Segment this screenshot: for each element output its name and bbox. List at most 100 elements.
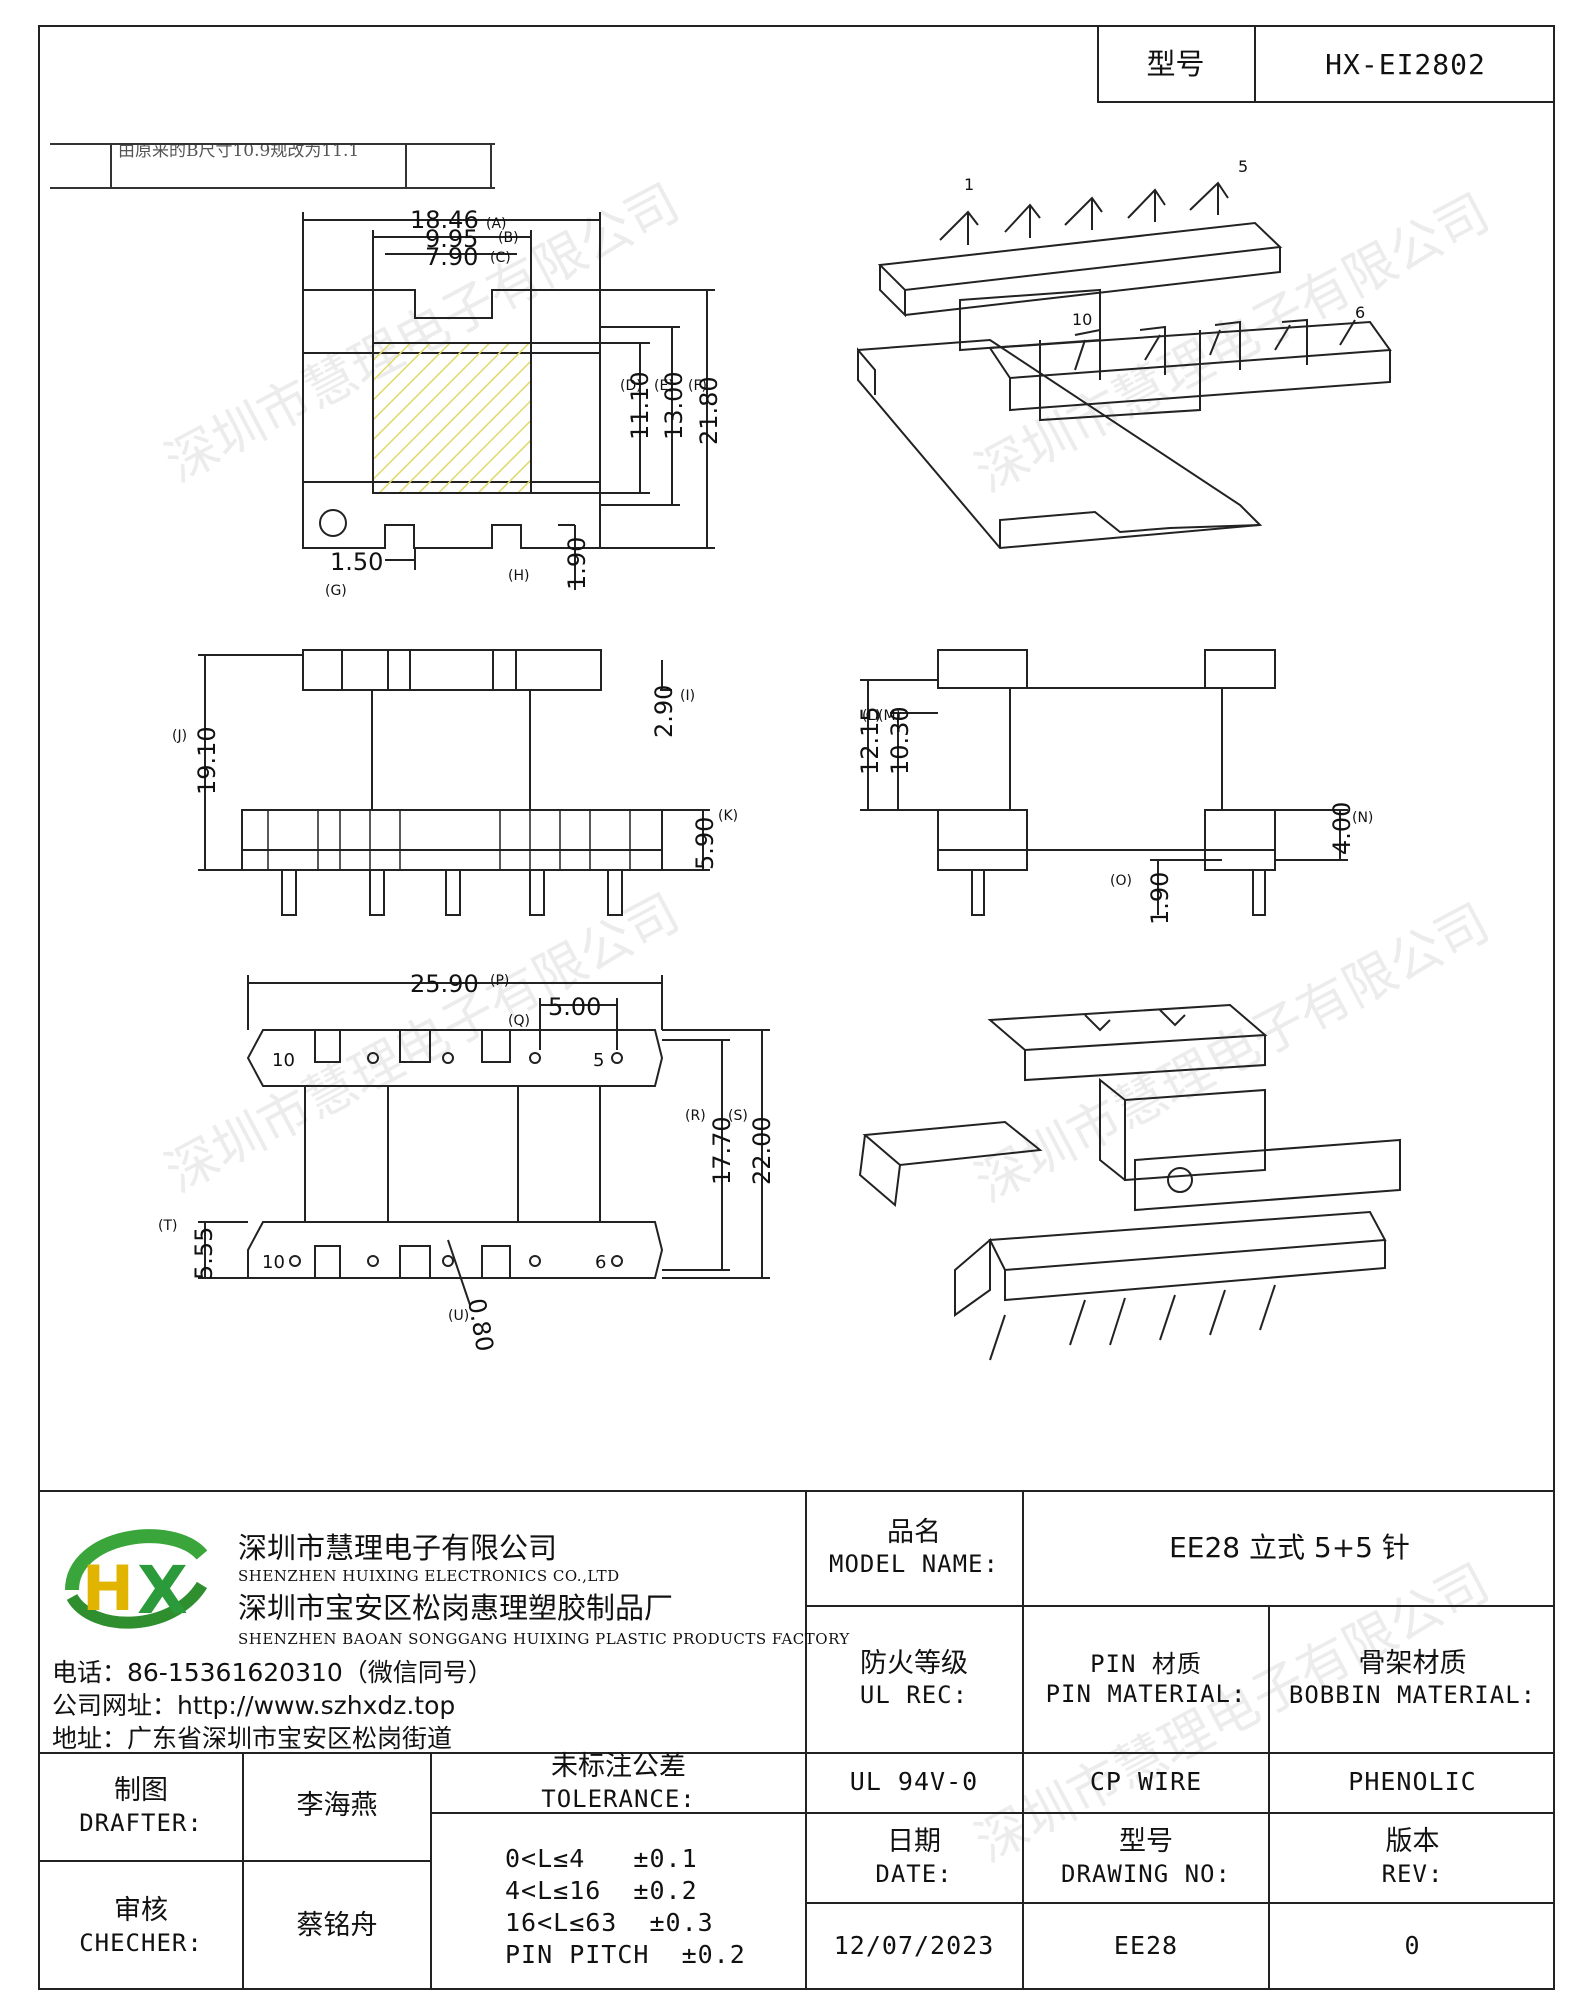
- drawing-no-label-en: DRAWING NO:: [1061, 1859, 1231, 1888]
- dim-L: 12.15: [856, 706, 884, 775]
- drawing-no-value: EE28: [1113, 1931, 1179, 1961]
- dim-C: 7.90: [425, 243, 478, 271]
- pin-number: 6: [1355, 303, 1365, 322]
- factory-name-en: SHENZHEN BAOAN SONGGANG HUIXING PLASTIC …: [238, 1630, 850, 1648]
- rev-label-en: REV:: [1381, 1859, 1444, 1888]
- dim-G: 1.50: [330, 548, 383, 576]
- pin-material-value: CP WIRE: [1089, 1767, 1203, 1797]
- dim-G-letter: (G): [325, 583, 347, 599]
- dim-A-letter: (A): [486, 216, 507, 232]
- dim-K: 5.90: [691, 817, 719, 870]
- dim-E: 13.00: [660, 371, 688, 440]
- dim-R: 17.70: [708, 1116, 736, 1185]
- pin-number: 10: [272, 1050, 295, 1071]
- tolerance-line: 0<L≤4 ±0.1: [505, 1844, 698, 1873]
- factory-name-cn: 深圳市宝安区松岗惠理塑胶制品厂: [238, 1591, 674, 1625]
- bobbin-material-value: PHENOLIC: [1348, 1767, 1477, 1797]
- dim-K-letter: (K): [718, 808, 738, 824]
- pin-material-label-cn: PIN 材质: [1090, 1649, 1202, 1678]
- tolerance-line: PIN PITCH ±0.2: [505, 1940, 746, 1969]
- company-website[interactable]: 公司网址：http://www.szhxdz.top: [52, 1691, 456, 1720]
- company-logo: H X: [52, 1515, 222, 1640]
- dim-D-letter: (D): [620, 378, 642, 394]
- company-phone: 电话：86-15361620310（微信同号）: [52, 1658, 493, 1687]
- iso-view-bottom: [858, 1003, 1401, 1361]
- pin-number: 10: [262, 1252, 285, 1273]
- dim-J-letter: (J): [172, 728, 187, 744]
- dim-O: 1.90: [1146, 872, 1174, 925]
- top-view: [302, 212, 715, 590]
- rev-value: 0: [1404, 1931, 1421, 1961]
- tolerance-line: 4<L≤16 ±0.2: [505, 1876, 698, 1905]
- dim-S-letter: (S): [728, 1108, 748, 1124]
- company-address: 地址：广东省深圳市宝安区松岗街道: [52, 1724, 453, 1753]
- ul-label-cn: 防火等级: [860, 1647, 968, 1679]
- dim-O-letter: (O): [1110, 873, 1132, 889]
- dim-E-letter: (E): [654, 378, 674, 394]
- pin-number: 5: [1238, 157, 1248, 176]
- pin-material-label-en: PIN MATERIAL:: [1045, 1679, 1247, 1708]
- dim-N-letter: (N): [1352, 810, 1373, 826]
- dim-H-letter: (H): [508, 568, 529, 584]
- bottom-view: [198, 975, 770, 1306]
- bobbin-material-label-en: BOBBIN MATERIAL:: [1288, 1681, 1537, 1710]
- model-label: 型号: [1146, 46, 1205, 81]
- dim-A: 18.46: [410, 206, 479, 234]
- drawing-frame: [38, 25, 1555, 1990]
- dim-F: 21.80: [695, 376, 723, 445]
- drafter-value: 李海燕: [296, 1790, 378, 1822]
- dim-R-letter: (R): [685, 1108, 706, 1124]
- pin-number: 6: [595, 1252, 606, 1273]
- dim-T: 5.55: [190, 1227, 218, 1280]
- dim-T-letter: (T): [158, 1218, 177, 1234]
- ul-value: UL 94V-0: [849, 1767, 979, 1797]
- side-view: [860, 649, 1348, 916]
- tolerance-line: 16<L≤63 ±0.3: [505, 1908, 714, 1937]
- date-label-en: DATE:: [875, 1859, 953, 1888]
- company-name-en: SHENZHEN HUIXING ELECTRONICS CO.,LTD: [238, 1567, 620, 1585]
- checker-value: 蔡铭舟: [296, 1910, 378, 1942]
- rev-label-cn: 版本: [1385, 1826, 1440, 1858]
- dim-S: 22.00: [748, 1116, 776, 1185]
- dim-B-letter: (B): [498, 230, 519, 246]
- tolerance-table: 0<L≤4 ±0.1 4<L≤16 ±0.2 16<L≤63 ±0.3 PIN …: [505, 1843, 746, 1971]
- dim-M-letter: (M): [878, 708, 901, 724]
- technical-drawings: 18.46 (A) 9.95 (B) 7.90 (C) (D) (E) (F) …: [158, 157, 1401, 1361]
- checker-label-en: CHECHER:: [79, 1928, 203, 1957]
- dim-P-letter: (P): [490, 973, 509, 989]
- dim-I-letter: (I): [680, 688, 695, 704]
- pin-number: 10: [1072, 310, 1092, 329]
- drafter-label-en: DRAFTER:: [79, 1808, 203, 1837]
- dim-I: 2.90: [650, 685, 678, 738]
- model-value: HX-EI2802: [1325, 47, 1486, 81]
- dim-L-letter: (L): [862, 708, 881, 724]
- ul-label-en: UL REC:: [859, 1681, 969, 1710]
- tolerance-label-cn: 未标注公差: [551, 1751, 686, 1783]
- dim-B: 9.95: [425, 225, 478, 253]
- dim-C-letter: (C): [490, 250, 511, 266]
- company-name-cn: 深圳市慧理电子有限公司: [238, 1531, 558, 1565]
- date-label-cn: 日期: [887, 1826, 941, 1858]
- dim-F-letter: (F): [688, 378, 707, 394]
- revision-strip: 由原来的B尺寸10.9规改为11.1: [50, 143, 495, 189]
- dim-U-letter: (U): [448, 1308, 469, 1324]
- front-view: [198, 649, 710, 916]
- svg-text:X: X: [137, 1552, 188, 1629]
- dim-Q-letter: (Q): [508, 1013, 530, 1029]
- pin-number: 5: [593, 1050, 604, 1071]
- svg-text:H: H: [82, 1552, 134, 1625]
- drafter-label-cn: 制图: [114, 1775, 168, 1807]
- dim-M: 10.30: [886, 706, 914, 775]
- dim-P: 25.90: [410, 970, 479, 998]
- dim-Q: 5.00: [548, 993, 601, 1021]
- dim-J: 19.10: [193, 726, 221, 795]
- iso-view-top: [857, 181, 1392, 550]
- model-header-box: [1097, 25, 1555, 103]
- tolerance-label-en: TOLERANCE:: [541, 1784, 696, 1813]
- model-name-label-cn: 品名: [887, 1516, 941, 1548]
- date-value: 12/07/2023: [833, 1931, 995, 1961]
- drawing-no-label-cn: 型号: [1119, 1826, 1173, 1858]
- bobbin-material-label-cn: 骨架材质: [1358, 1647, 1467, 1679]
- dim-D: 11.10: [626, 371, 654, 440]
- dim-H: 1.90: [563, 537, 591, 590]
